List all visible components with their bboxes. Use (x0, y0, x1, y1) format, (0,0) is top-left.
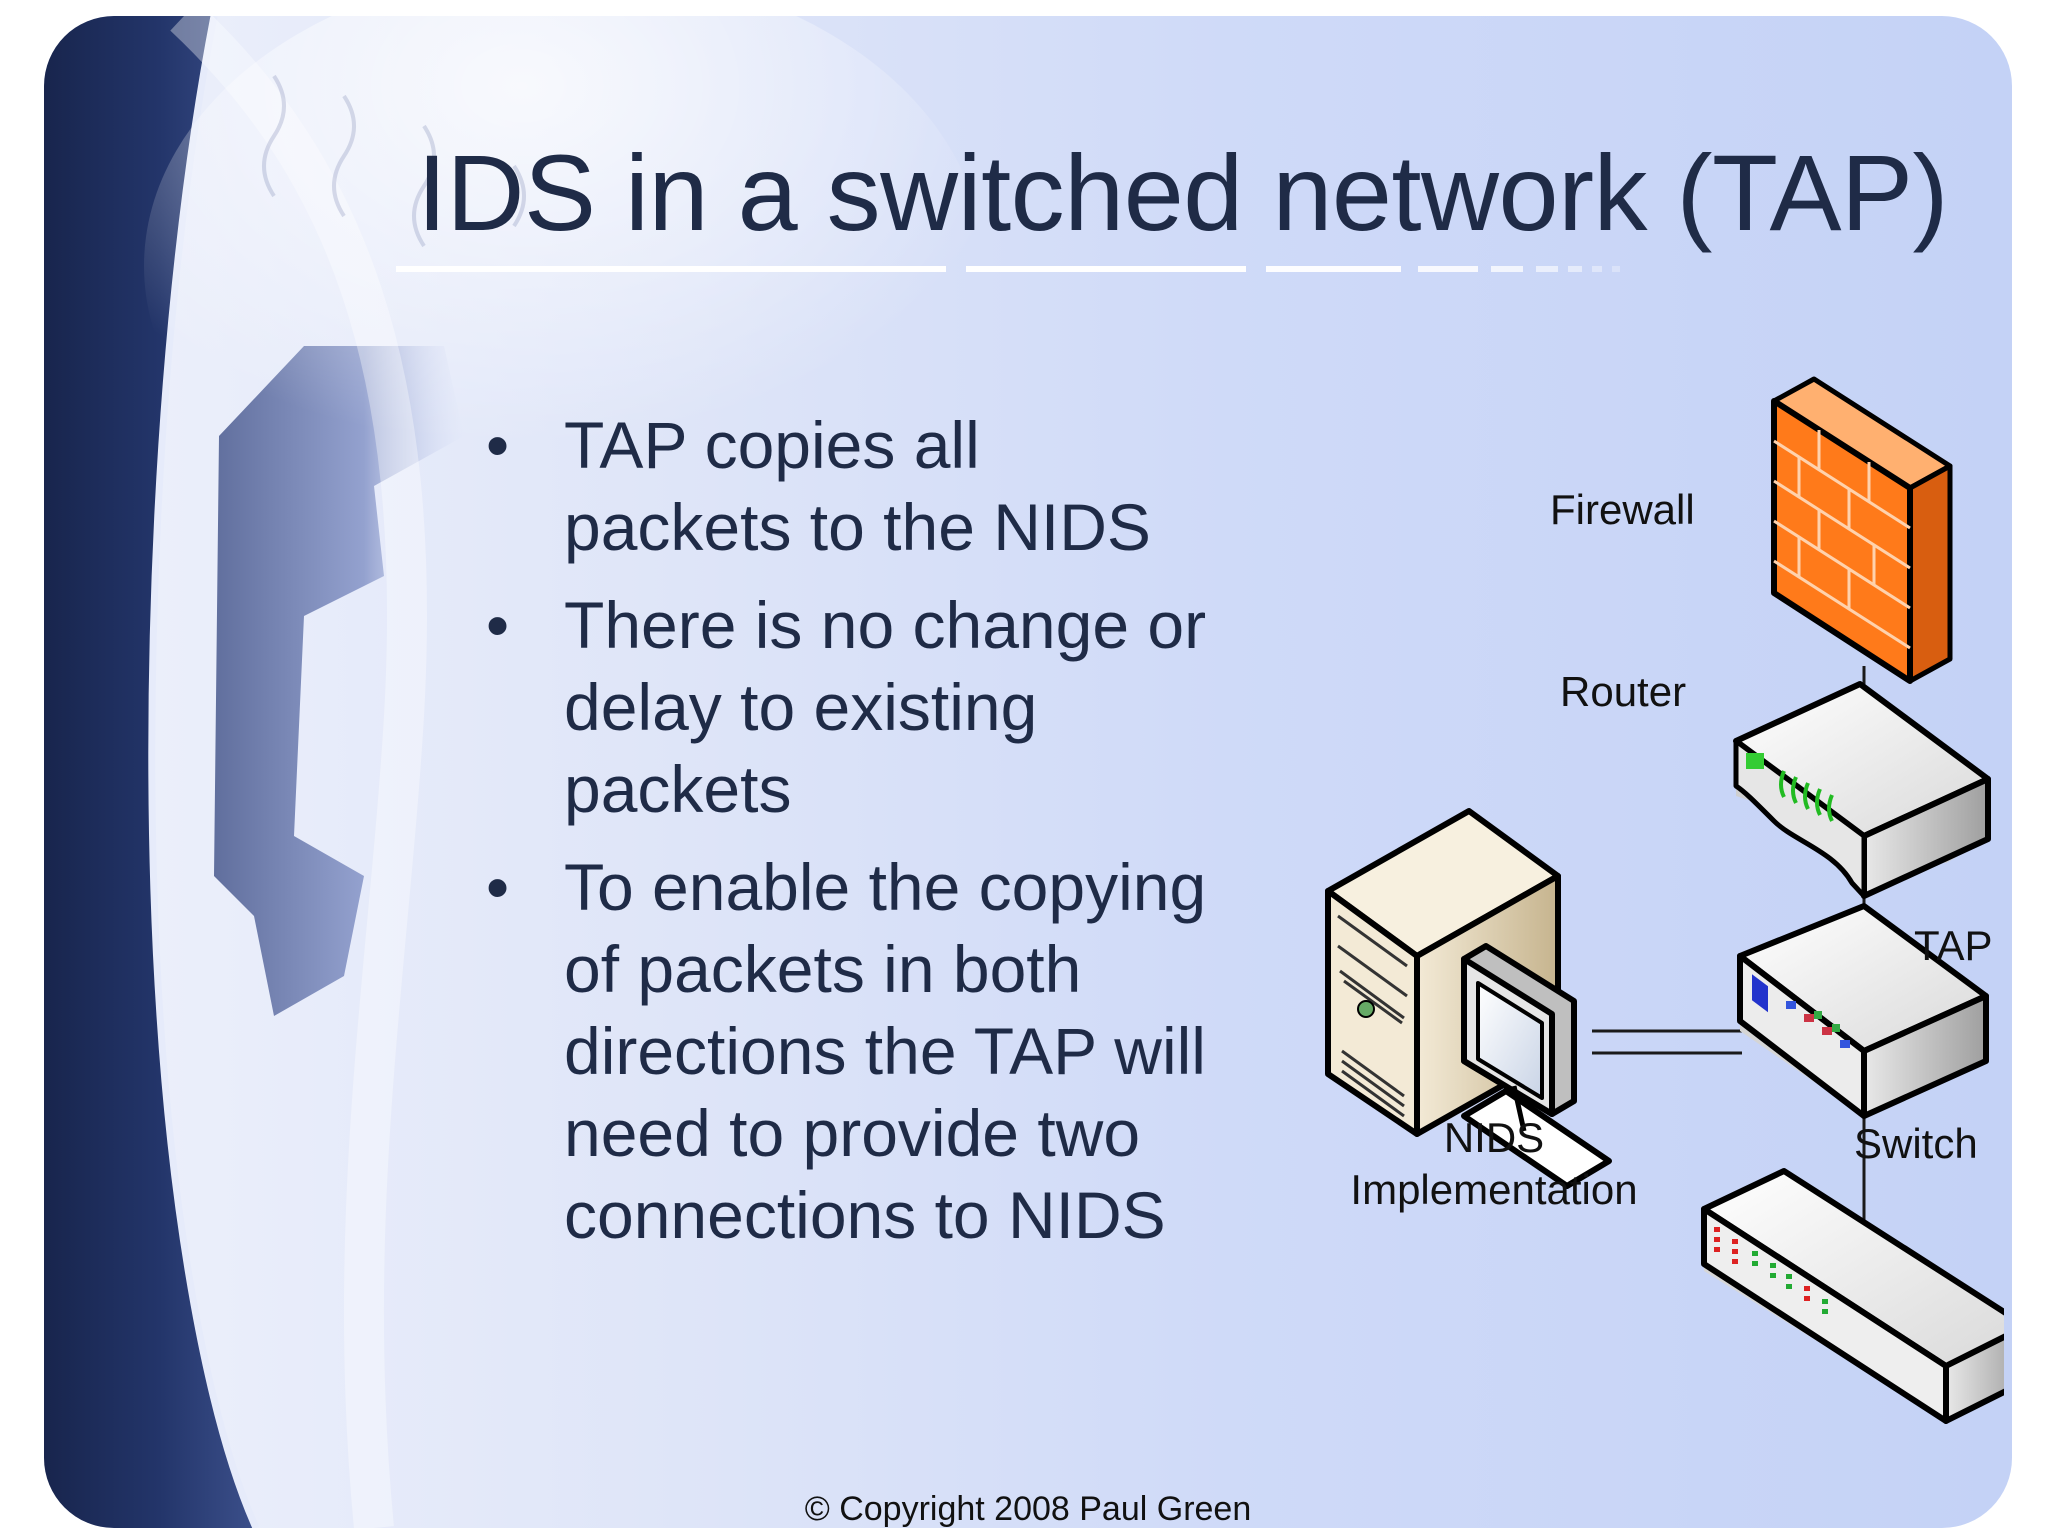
bullet-text: To enable the copying of packets in both… (564, 850, 1207, 1252)
bullet-marker: • (486, 408, 510, 482)
bullet-marker: • (486, 588, 510, 662)
bullet-text: TAP copies all packets to the NIDS (564, 408, 1151, 564)
nids-label-line1: NIDS (1443, 1114, 1545, 1161)
network-diagram (1325, 376, 2004, 1424)
tap-label: TAP (1914, 922, 1993, 969)
switch-icon (1701, 1168, 2004, 1424)
bullet-item: • TAP copies all packets to the NIDS (454, 404, 1214, 568)
slide: IDS in a switched network (TAP) • TAP co… (44, 16, 2012, 1528)
slide-title: IDS in a switched network (TAP) (417, 132, 1949, 253)
firewall-icon (1771, 376, 1953, 684)
switch-label: Switch (1854, 1120, 1978, 1167)
nids-label: NIDS Implementation (1274, 1112, 1714, 1216)
background-decoration (44, 16, 984, 1528)
nids-monitor-icon (1461, 943, 1612, 1189)
nids-label-line2: Implementation (1350, 1166, 1638, 1213)
firewall-label: Firewall (1550, 486, 1695, 533)
title-underline (396, 266, 1620, 272)
bullet-marker: • (486, 850, 510, 924)
bullet-item: • To enable the copying of packets in bo… (454, 846, 1214, 1256)
bullet-list: • TAP copies all packets to the NIDS • T… (454, 404, 1214, 1272)
bullet-text: There is no change or delay to existing … (564, 588, 1207, 826)
bullet-item: • There is no change or delay to existin… (454, 584, 1214, 830)
copyright-footer: © Copyright 2008 Paul Green (804, 1490, 1252, 1528)
router-icon (1733, 681, 1991, 899)
router-label: Router (1560, 668, 1687, 715)
tap-icon (1737, 903, 1989, 1119)
